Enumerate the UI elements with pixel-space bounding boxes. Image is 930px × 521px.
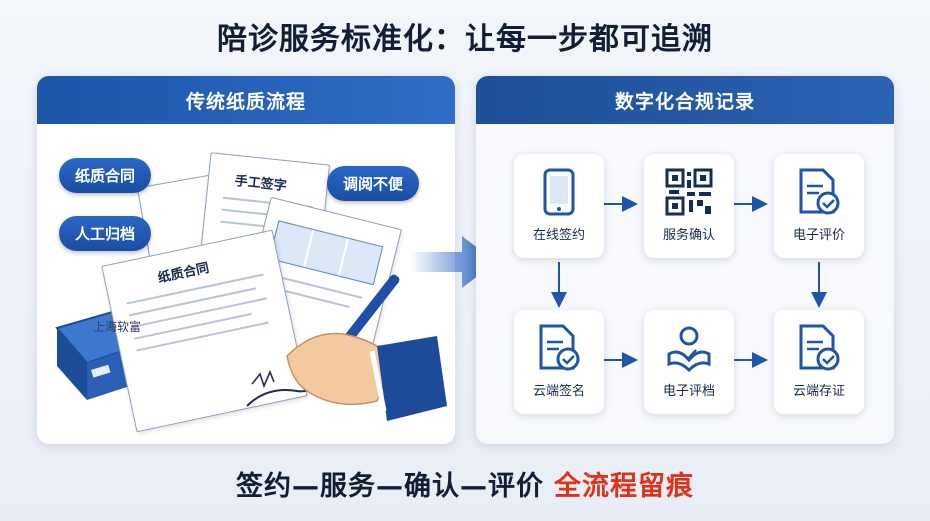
footer-highlight-text: 全流程留痕 — [554, 471, 694, 502]
tag-paper-contract: 纸质合同 — [59, 158, 152, 193]
digital-panel-header: 数字化合规记录 — [476, 76, 894, 124]
tag-inconvenient-retrieval: 调阅不便 — [327, 166, 420, 201]
phone-icon — [543, 168, 575, 216]
step-label: 云端存证 — [792, 384, 845, 399]
hands-check-icon — [667, 326, 711, 372]
qr-code-icon — [665, 168, 713, 216]
document-check-icon — [799, 168, 840, 215]
step-label: 电子评档 — [662, 384, 715, 399]
step-electronic-evaluation: 电子评价 — [774, 154, 864, 258]
step-service-confirm: 服务确认 — [644, 154, 734, 258]
digital-records-panel: 数字化合规记录 在线签约 服务确认 电子评价 云端签名 电子评 — [476, 76, 894, 444]
document-check-icon — [539, 324, 580, 371]
signing-hand-illustration — [246, 274, 447, 421]
traditional-process-panel: 传统纸质流程 手工签字 纸质合同 上海软富 纸质合同 人工归 — [37, 76, 455, 444]
flow-connectors — [551, 196, 827, 368]
transition-arrow-icon — [410, 236, 496, 288]
step-label: 服务确认 — [662, 228, 715, 243]
step-cloud-signature: 云端签名 — [514, 310, 604, 414]
document-check-icon — [799, 324, 840, 371]
step-electronic-archive: 电子评档 — [644, 310, 734, 414]
step-label: 电子评价 — [792, 228, 845, 243]
traditional-panel-header: 传统纸质流程 — [37, 76, 455, 124]
footer-slogan: 签约—服务—确认—评价全流程留痕 — [0, 464, 930, 503]
watermark-text: 上海软富 — [93, 320, 142, 334]
step-cloud-evidence: 云端存证 — [774, 310, 864, 414]
step-online-signing: 在线签约 — [514, 154, 604, 258]
handwritten-signature-label: 手工签字 — [233, 173, 288, 195]
page-title: 陪诊服务标准化：让每一步都可追溯 — [217, 22, 713, 57]
footer-main-text: 签约—服务—确认—评价 — [236, 471, 544, 502]
step-label: 在线签约 — [532, 228, 585, 243]
tag-manual-archive: 人工归档 — [59, 216, 152, 251]
paper-contract-label: 纸质合同 — [156, 260, 211, 287]
step-label: 云端签名 — [532, 384, 585, 399]
